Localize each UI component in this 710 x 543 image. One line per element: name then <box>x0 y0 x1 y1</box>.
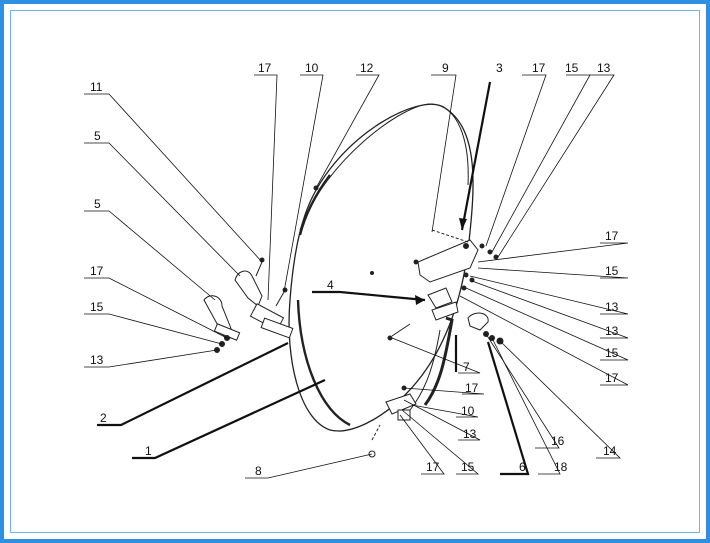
callout-17-top: 17 <box>258 61 272 75</box>
callout-13-left: 13 <box>90 353 104 367</box>
callout-8: 8 <box>255 464 262 478</box>
callout-4: 4 <box>327 278 334 292</box>
left-mount-assembly <box>203 185 319 353</box>
callout-10-bottom: 10 <box>461 404 475 418</box>
callout-6: 6 <box>519 460 526 474</box>
diagram-inner-border <box>10 10 700 533</box>
callout-13-bottom: 13 <box>463 427 477 441</box>
callout-1: 1 <box>145 444 152 458</box>
callout-17-left: 17 <box>90 264 104 278</box>
callout-17-top-right: 17 <box>532 61 546 75</box>
leader-lines <box>84 74 629 479</box>
callout-labels: 11 5 5 17 15 13 17 10 12 9 3 17 15 13 17… <box>90 61 619 478</box>
callout-7: 7 <box>463 360 470 374</box>
callout-15-left: 15 <box>90 300 104 314</box>
callout-12-top: 12 <box>360 61 374 75</box>
callout-13-top-right: 13 <box>597 61 611 75</box>
callout-13-right-2: 13 <box>605 324 619 338</box>
callout-11-left: 11 <box>90 80 103 94</box>
callout-5-upper: 5 <box>94 129 101 143</box>
callout-17-bottom-center: 17 <box>465 381 479 395</box>
callout-15-right-2: 15 <box>605 346 619 360</box>
callout-16: 16 <box>551 434 565 448</box>
callout-18: 18 <box>554 460 568 474</box>
dish-reflector <box>288 103 474 432</box>
center-mount-assembly <box>368 229 504 458</box>
arrowheads <box>415 218 467 305</box>
callout-15-bottom: 15 <box>461 460 475 474</box>
heavy-arrows <box>97 81 530 476</box>
callout-17-right-2: 17 <box>605 371 619 385</box>
callout-13-right-1: 13 <box>605 300 619 314</box>
callout-17-right-1: 17 <box>605 229 619 243</box>
callout-10-top: 10 <box>305 61 319 75</box>
callout-15-top-right: 15 <box>565 61 579 75</box>
callout-17-bottom: 17 <box>426 460 440 474</box>
callout-5-lower: 5 <box>94 197 101 211</box>
callout-14: 14 <box>603 444 617 458</box>
callout-9-top: 9 <box>442 61 449 75</box>
callout-2: 2 <box>100 411 107 425</box>
callout-15-right-1: 15 <box>605 264 619 278</box>
callout-3-top: 3 <box>496 61 503 75</box>
